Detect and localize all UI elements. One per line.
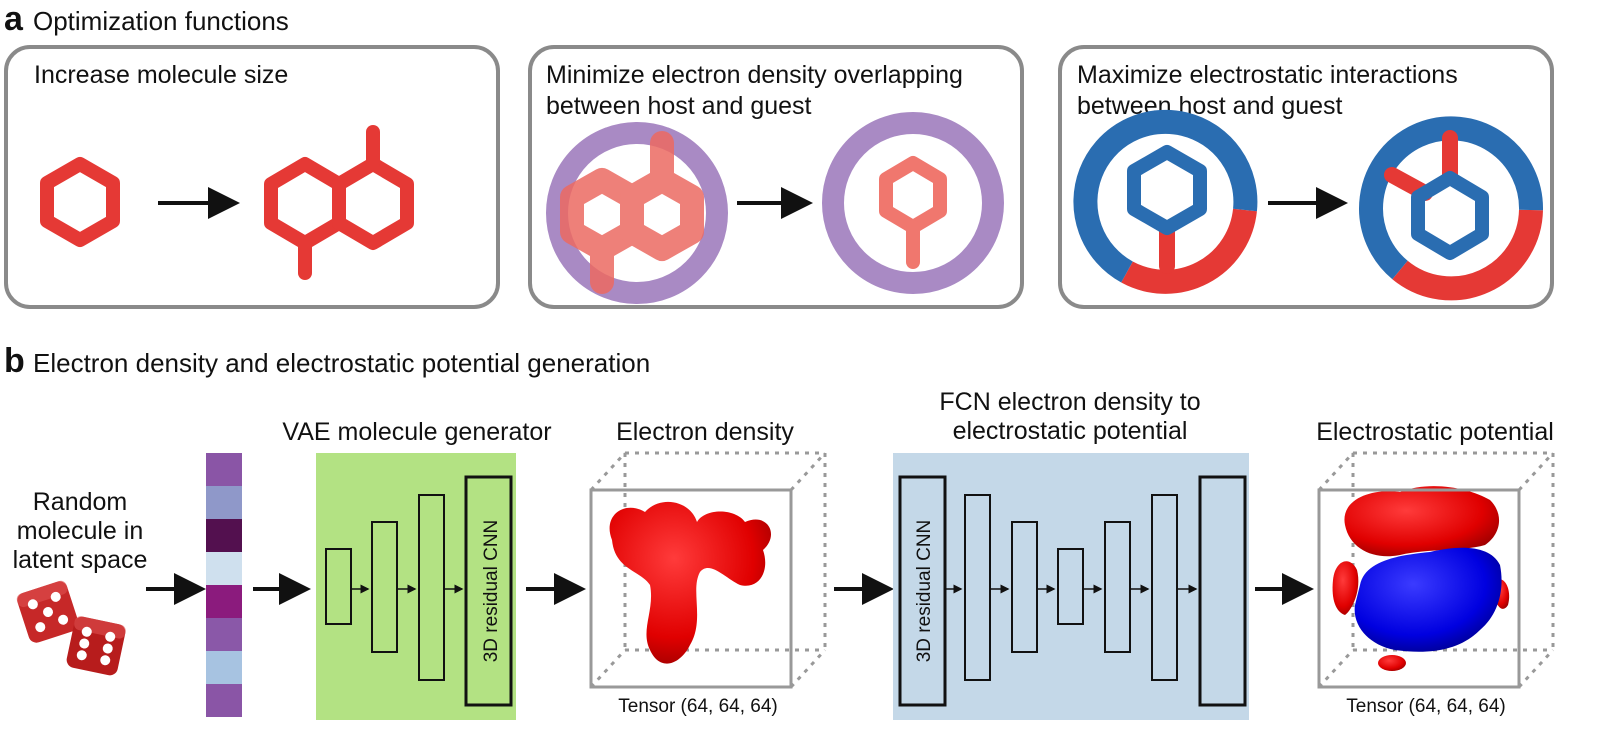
latent-cell xyxy=(206,519,242,552)
host-ring-icon xyxy=(822,112,1004,294)
host-ring-icon xyxy=(546,122,728,304)
naphthalene-molecule-icon xyxy=(264,125,414,280)
electron-density-cube-front xyxy=(589,488,793,689)
electron-density-label: Electron density xyxy=(616,418,794,446)
electrostatic-host-ring-icon xyxy=(1073,109,1258,294)
latent-vector xyxy=(206,453,242,717)
cnn-label-2: 3D residual CNN xyxy=(914,520,935,663)
panel-b-title: Electron density and electrostatic poten… xyxy=(33,348,651,378)
vae-label: VAE molecule generator xyxy=(282,418,552,446)
random-molecule-label: Random molecule in latent space xyxy=(12,488,148,574)
latent-cell xyxy=(206,651,242,684)
electrostatic-host-ring-icon xyxy=(1359,116,1544,301)
fcn-label: FCN electron density to electrostatic po… xyxy=(939,388,1201,445)
electrostatic-potential-cube-front xyxy=(1317,488,1521,689)
esp-red-blob xyxy=(1344,486,1500,557)
latent-cell xyxy=(206,585,242,618)
guest-with-substituent-icon xyxy=(1127,145,1207,274)
electrostatic-potential-cube xyxy=(1317,451,1555,689)
esp-red-blob-left xyxy=(1332,561,1359,615)
latent-cell xyxy=(206,618,242,651)
optimization-box-size xyxy=(4,45,500,309)
latent-cell xyxy=(206,552,242,585)
box-3-label: Maximize electrostatic interactions betw… xyxy=(1077,61,1458,120)
dice-icon xyxy=(16,580,126,676)
electron-density-blob xyxy=(609,501,772,664)
latent-cell xyxy=(206,486,242,519)
hexagon-molecule-icon xyxy=(40,157,120,247)
box-2-label: Minimize electron density overlapping be… xyxy=(546,61,963,120)
overlapping-guest-icon xyxy=(560,131,704,294)
panel-b-letter: b xyxy=(4,342,25,380)
latent-cell xyxy=(206,453,242,486)
esp-red-blob-bottom xyxy=(1378,655,1406,671)
panel-a-title: Optimization functions xyxy=(33,6,289,36)
tensor-label-1: Tensor (64, 64, 64) xyxy=(618,696,778,717)
box-1-label: Increase molecule size xyxy=(34,61,289,89)
latent-cell xyxy=(206,684,242,717)
electrostatic-potential-label: Electrostatic potential xyxy=(1316,418,1554,446)
tensor-label-2: Tensor (64, 64, 64) xyxy=(1346,696,1506,717)
vae-layers xyxy=(325,475,513,707)
fcn-layers xyxy=(898,475,1247,707)
fitted-guest-icon xyxy=(879,156,947,269)
guest-with-substituents-icon xyxy=(1384,130,1489,260)
esp-blue-blob xyxy=(1354,547,1502,652)
cnn-label-1: 3D residual CNN xyxy=(481,520,502,663)
panel-a-letter: a xyxy=(4,0,23,38)
